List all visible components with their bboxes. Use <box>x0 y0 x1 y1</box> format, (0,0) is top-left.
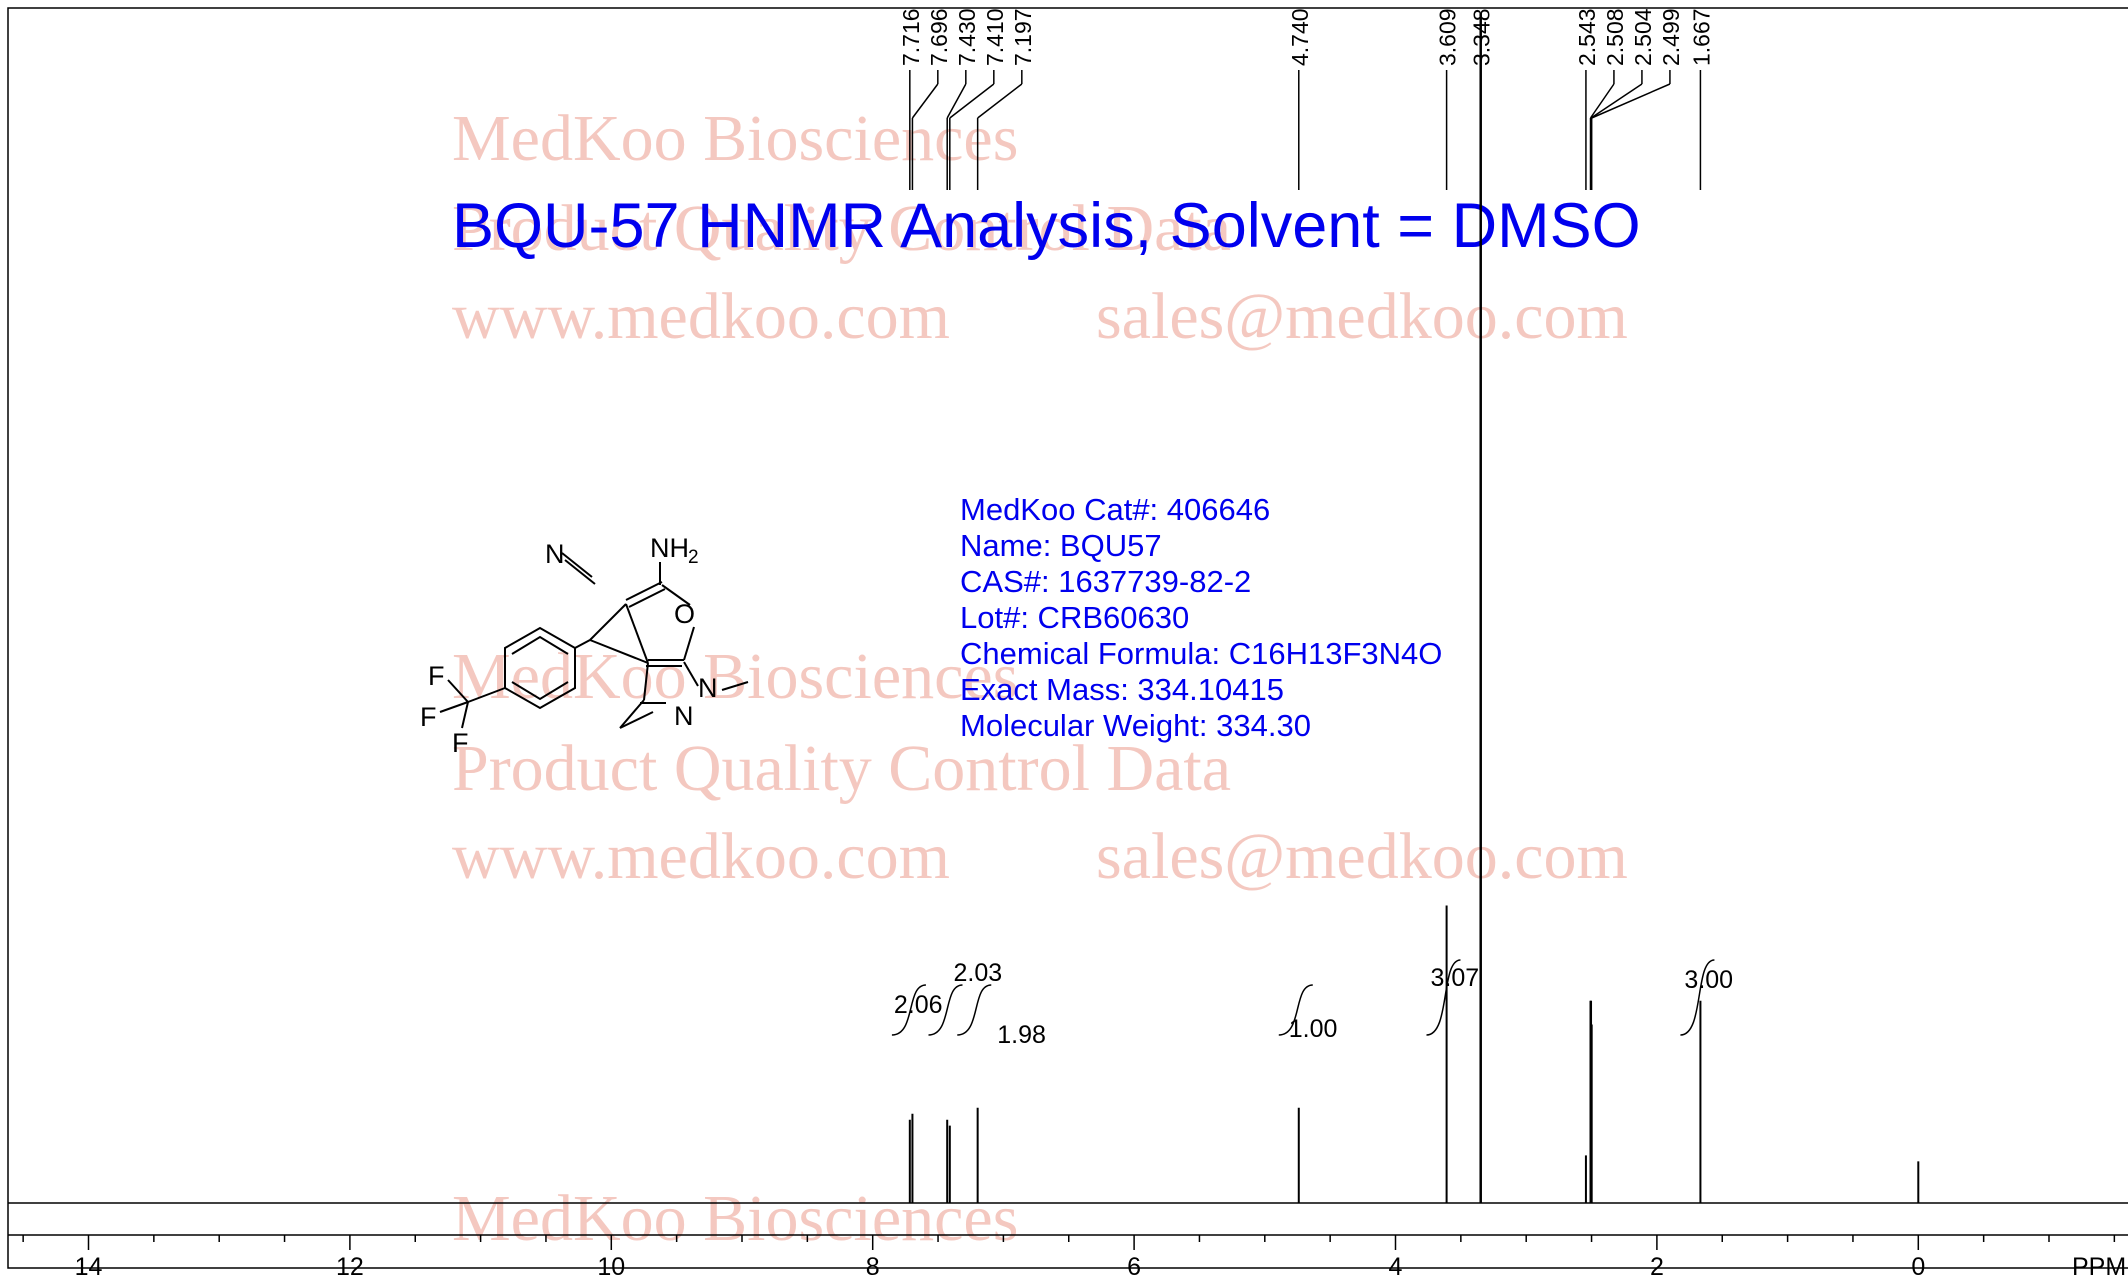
watermark-subtitle: Product Quality Control Data <box>452 732 1231 805</box>
structure-bond <box>625 603 649 664</box>
structure-aromatic-inner <box>511 635 569 655</box>
watermark-website: www.medkoo.com <box>452 820 950 893</box>
watermark-subtitle: Product Quality Control Data <box>452 192 1231 265</box>
structure-bond <box>683 661 699 687</box>
structure-bond <box>643 662 649 701</box>
integral-label: 2.06 <box>894 991 943 1019</box>
peak-label-connector <box>911 83 939 119</box>
x-axis: 14 12 10 8 6 4 2 0 PPM <box>8 1202 2128 1277</box>
integral-curve <box>1680 959 1715 1036</box>
peak-label: 2.504 <box>1630 8 1656 66</box>
peak-label: 2.508 <box>1602 8 1628 66</box>
peak-label: 2.499 <box>1658 8 1684 66</box>
integral-label: 3.07 <box>1430 964 1479 992</box>
integral-curve <box>928 984 963 1036</box>
peak-label: 2.543 <box>1574 8 1600 66</box>
atom-label: N <box>698 673 718 703</box>
x-tick-label: 4 <box>1389 1253 1403 1277</box>
watermark-website: www.medkoo.com <box>452 280 950 353</box>
peak-label-connector <box>1591 83 1671 119</box>
structure-bond <box>447 679 469 703</box>
integrals: 2.06 2.03 1.98 1.00 3.07 3.00 <box>891 959 1733 1049</box>
structure-bond <box>439 701 469 713</box>
peak-label-connector <box>1589 83 1615 119</box>
x-tick-label: 8 <box>866 1253 880 1277</box>
x-tick-label: 12 <box>336 1253 364 1277</box>
compound-info: MedKoo Cat#: 406646 Name: BQU57 CAS#: 16… <box>960 492 1442 744</box>
info-exact-mass: Exact Mass: 334.10415 <box>960 672 1284 707</box>
atom-label: NH <box>650 533 689 563</box>
integral-curve <box>891 984 927 1036</box>
x-tick-label: 0 <box>1911 1253 1925 1277</box>
x-tick-label: 2 <box>1650 1253 1664 1277</box>
integral-label: 3.00 <box>1684 966 1733 994</box>
x-axis-label: PPM <box>2072 1253 2126 1277</box>
peak-label-connector <box>949 83 995 119</box>
x-tick-label: 6 <box>1127 1253 1141 1277</box>
info-catalog: MedKoo Cat#: 406646 <box>960 492 1271 527</box>
structure-bond <box>561 552 593 578</box>
chemical-structure <box>439 552 749 729</box>
integral-label: 1.98 <box>997 1021 1046 1049</box>
watermark-email: sales@medkoo.com <box>1096 820 1628 893</box>
atom-label: N <box>674 701 694 731</box>
peak-label: 7.696 <box>926 8 952 66</box>
peak-label: 3.609 <box>1435 8 1461 66</box>
integral-label: 1.00 <box>1289 1015 1338 1043</box>
atom-label: F <box>452 728 469 758</box>
structure-bond <box>564 559 596 585</box>
peak-label-connector <box>977 83 1023 119</box>
peak-label: 7.197 <box>1010 8 1036 66</box>
peak-label: 7.430 <box>954 8 980 66</box>
structure-bond <box>589 639 649 664</box>
peak-label: 7.716 <box>898 8 924 66</box>
structure-bond <box>628 588 666 608</box>
spectrum <box>908 13 1920 1203</box>
chart-title: BQU-57 HNMR Analysis, Solvent = DMSO <box>452 191 1641 261</box>
atom-label: 2 <box>688 547 699 568</box>
integral-curve <box>957 984 992 1036</box>
watermark-company: MedKoo Biosciences <box>452 1182 1018 1255</box>
structure-bond <box>574 639 591 649</box>
structure-bond <box>625 581 663 601</box>
info-cas: CAS#: 1637739-82-2 <box>960 564 1252 599</box>
x-tick-label: 14 <box>75 1253 103 1277</box>
structure-bond <box>619 711 654 729</box>
structure-bond <box>461 701 469 729</box>
structure-bond <box>619 699 645 729</box>
atom-label: O <box>674 599 695 629</box>
info-name: Name: BQU57 <box>960 528 1162 563</box>
peak-labels: 7.7167.6967.4307.4107.1974.7403.6093.348… <box>898 8 1714 190</box>
structure-bond <box>661 584 691 606</box>
structure-aromatic-inner <box>511 681 569 701</box>
peak-label: 1.667 <box>1688 8 1714 66</box>
atom-label: F <box>428 661 445 691</box>
info-molecular-weight: Molecular Weight: 334.30 <box>960 708 1311 743</box>
structure-bond <box>721 681 749 691</box>
peak-label-connector <box>946 83 967 119</box>
plot-border <box>7 7 2128 1269</box>
peak-label: 7.410 <box>982 8 1008 66</box>
watermark-company: MedKoo Biosciences <box>452 102 1018 175</box>
watermark-company: MedKoo Biosciences <box>452 640 1018 713</box>
integral-curve <box>1426 959 1461 1036</box>
atom-label: F <box>420 702 437 732</box>
atom-label: N <box>545 539 565 569</box>
structure-bond <box>589 603 627 641</box>
integral-label: 2.03 <box>954 959 1003 987</box>
structure-atom-labels: N NH 2 O N N F F F <box>420 533 718 758</box>
peak-label: 4.740 <box>1287 8 1313 66</box>
info-formula: Chemical Formula: C16H13F3N4O <box>960 636 1443 671</box>
watermark: MedKoo Biosciences Product Quality Contr… <box>452 102 1628 1255</box>
peak-label-connector <box>1590 83 1643 119</box>
x-tick-label: 10 <box>597 1253 625 1277</box>
structure-bond <box>467 687 506 703</box>
watermark-email: sales@medkoo.com <box>1096 280 1628 353</box>
info-lot: Lot#: CRB60630 <box>960 600 1190 635</box>
integral-curve <box>1278 984 1313 1036</box>
structure-bond <box>683 626 695 661</box>
